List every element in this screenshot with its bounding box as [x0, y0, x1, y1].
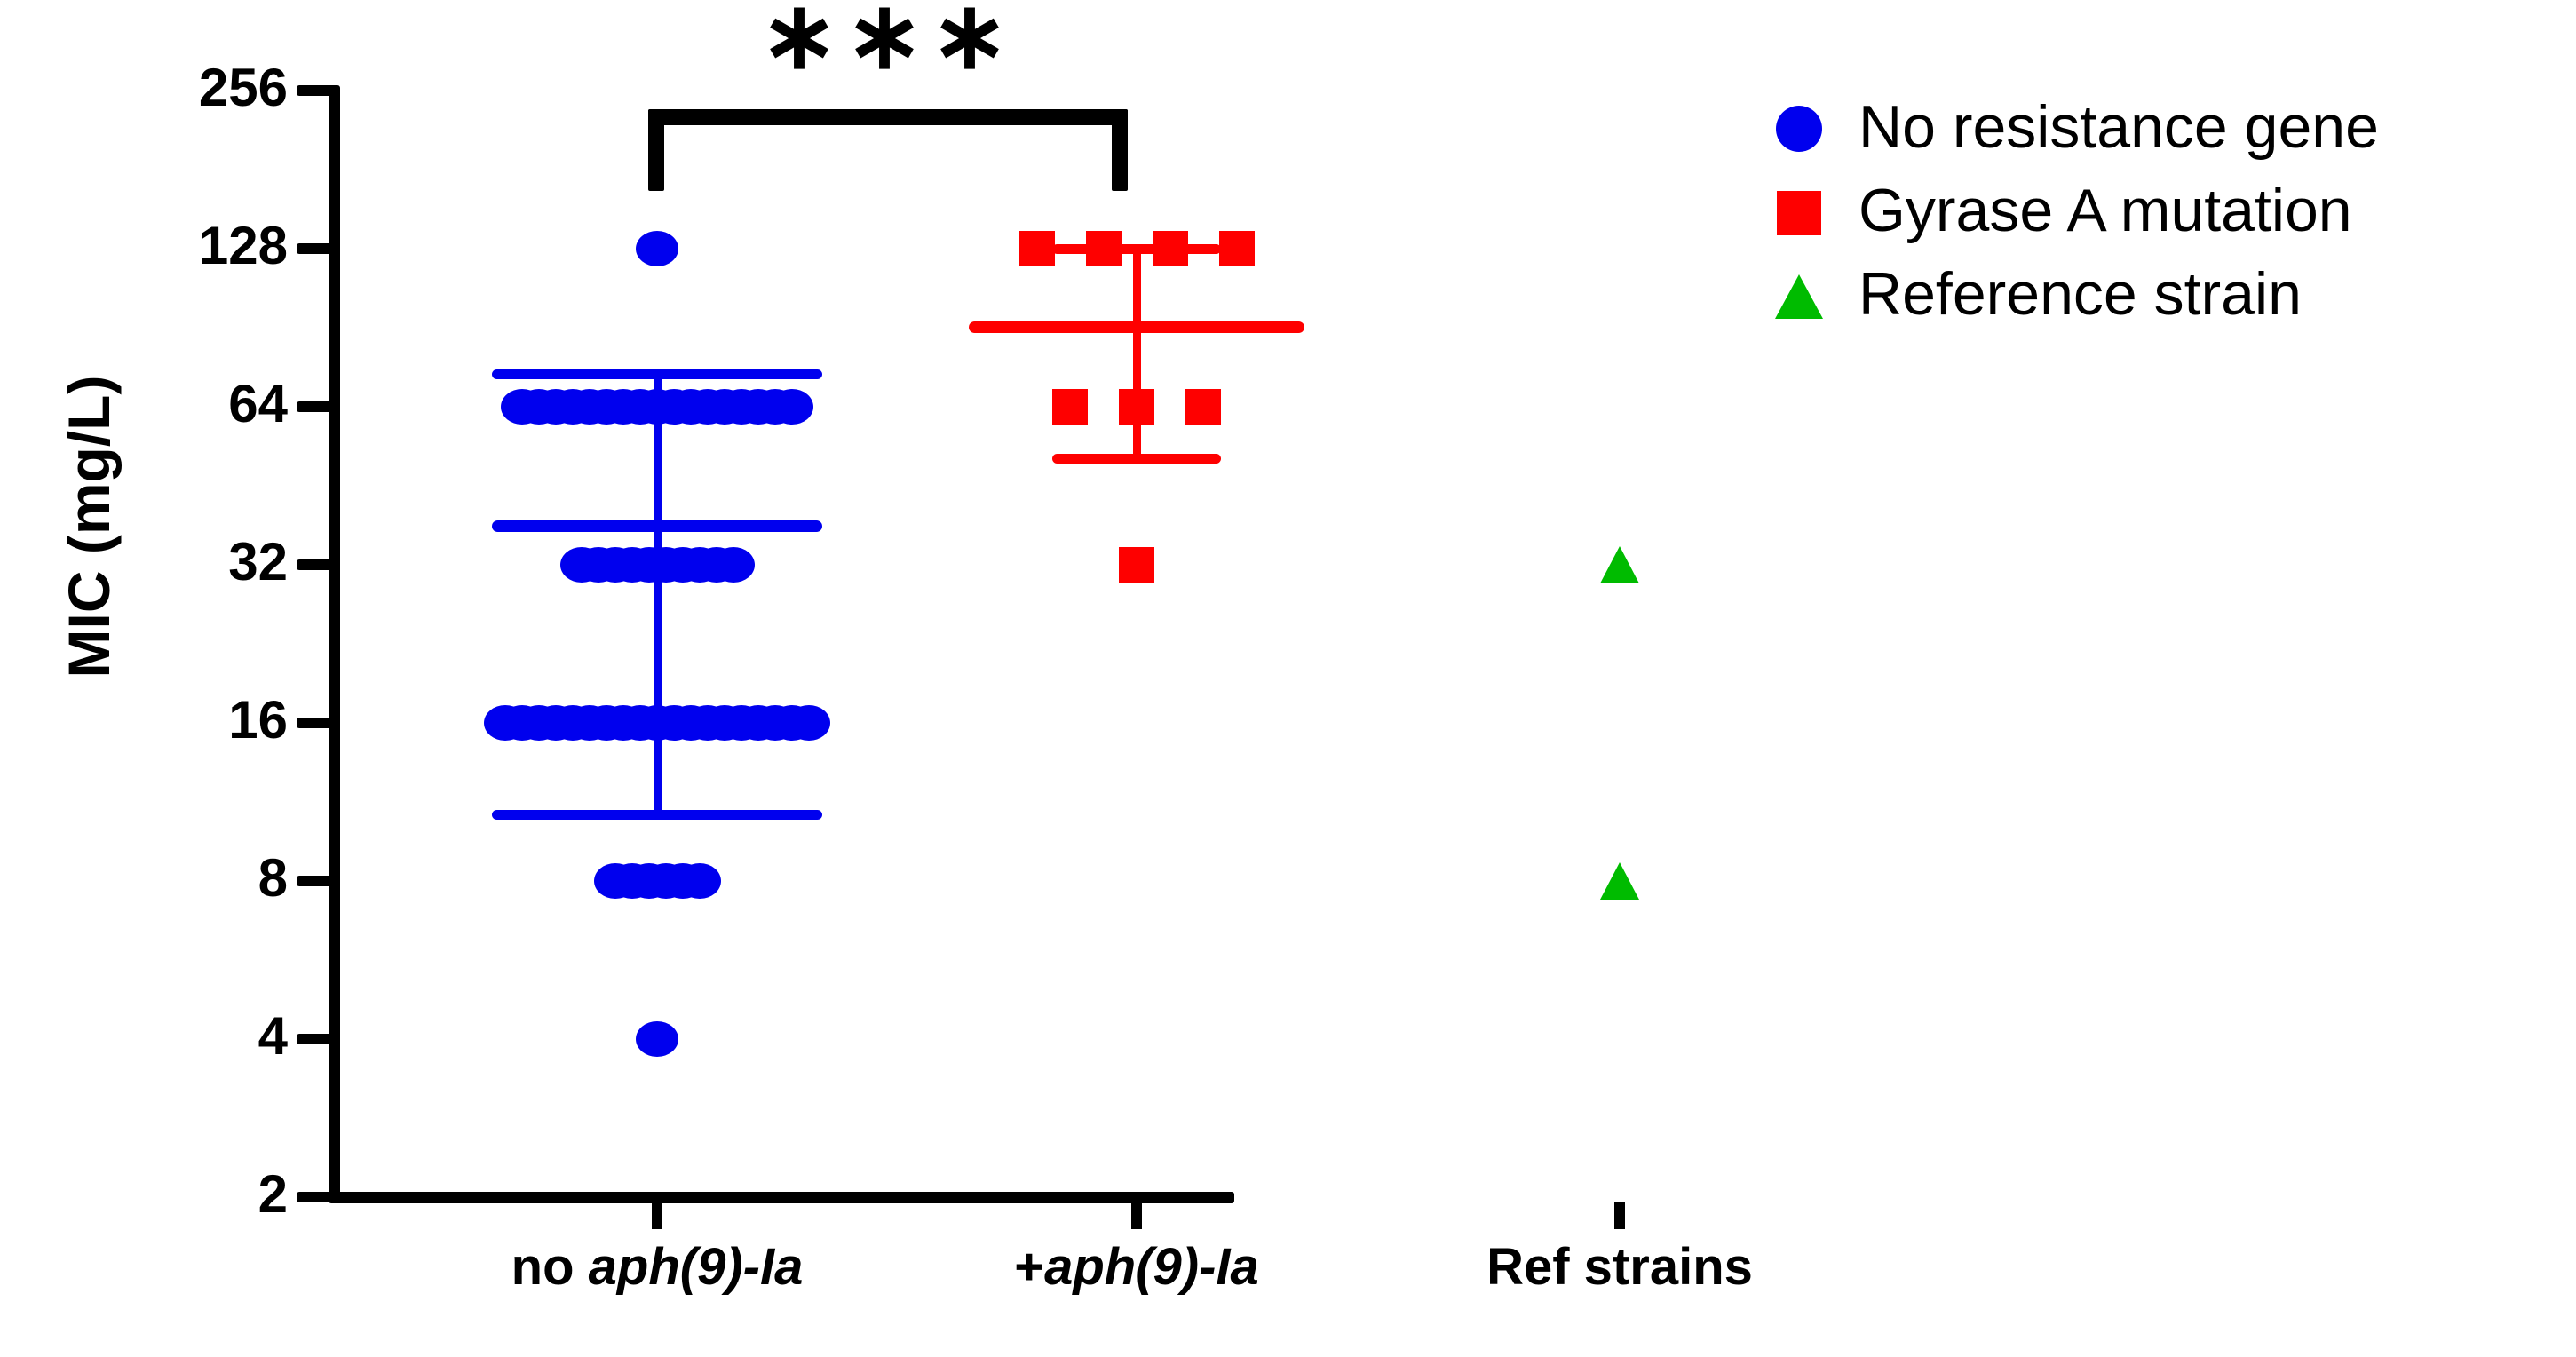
data-point-circle-52 [678, 863, 721, 899]
y-tick-label-2: 2 [258, 1164, 288, 1224]
legend-circle-icon-glyph [1776, 106, 1822, 152]
data-point-circle-17 [771, 389, 813, 425]
data-point-circle-0 [636, 231, 678, 266]
error-bar-vertical-0 [654, 373, 662, 815]
data-point-triangle-62 [1600, 546, 1639, 583]
x-tick-label-1: +aph(9)-Ia [1014, 1238, 1259, 1296]
data-point-square-57 [1218, 231, 1255, 266]
legend-triangle-icon [1763, 260, 1834, 331]
y-tick-label-4: 4 [258, 1006, 288, 1066]
legend-label-1: Gyrase A mutation [1859, 177, 2352, 244]
legend-label-2: Reference strain [1859, 260, 2302, 328]
data-point-square-60 [1185, 389, 1221, 425]
y-tick-mark-4 [297, 1034, 334, 1044]
y-tick-mark-64 [297, 401, 334, 412]
y-tick-label-16: 16 [228, 690, 288, 750]
legend-circle-icon [1763, 93, 1834, 164]
x-tick-label-0: no aph(9)-Ia [511, 1238, 804, 1296]
y-tick-mark-256 [297, 85, 334, 96]
significance-leg-right [1112, 109, 1128, 191]
y-axis-line [329, 85, 340, 1202]
data-point-triangle-63 [1600, 862, 1639, 900]
data-point-circle-46 [788, 705, 830, 741]
data-point-square-54 [1019, 231, 1055, 266]
error-bar-cap-lower-0 [492, 810, 822, 821]
mean-line-1 [969, 321, 1304, 333]
data-point-square-61 [1119, 547, 1154, 583]
x-tick-mark-2 [1614, 1202, 1625, 1229]
error-bar-cap-upper-0 [492, 369, 822, 379]
y-tick-mark-32 [297, 559, 334, 570]
y-tick-label-64: 64 [228, 374, 288, 433]
y-tick-mark-16 [297, 718, 334, 728]
significance-leg-left [648, 109, 664, 191]
data-point-square-58 [1052, 389, 1088, 425]
y-tick-label-128: 128 [198, 216, 288, 275]
data-point-circle-53 [636, 1021, 678, 1057]
mean-line-0 [492, 520, 822, 532]
y-tick-mark-8 [297, 876, 334, 886]
y-tick-label-256: 256 [198, 58, 288, 117]
y-tick-mark-2 [297, 1192, 334, 1202]
error-bar-cap-upper-1 [1052, 244, 1221, 254]
data-point-circle-27 [711, 547, 755, 583]
x-axis-line [329, 1192, 1234, 1203]
significance-stars: ∗∗∗ [760, 0, 1016, 88]
x-tick-label-2: Ref strains [1486, 1238, 1753, 1296]
error-bar-cap-lower-1 [1052, 454, 1221, 464]
significance-bar [648, 109, 1128, 125]
x-tick-mark-1 [1131, 1202, 1142, 1229]
legend-label-0: No resistance gene [1859, 93, 2379, 161]
x-tick-mark-0 [652, 1202, 662, 1229]
y-tick-label-8: 8 [258, 848, 288, 908]
legend-square-icon-glyph [1777, 191, 1821, 235]
y-tick-label-32: 32 [228, 532, 288, 591]
legend-triangle-icon-glyph [1775, 274, 1823, 319]
y-tick-mark-128 [297, 243, 334, 254]
error-bar-vertical-1 [1133, 249, 1141, 459]
legend-square-icon [1763, 177, 1834, 248]
